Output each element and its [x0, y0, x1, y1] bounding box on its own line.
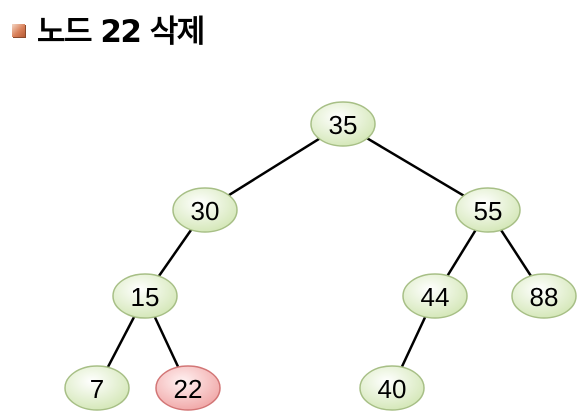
tree-edge — [105, 314, 137, 370]
page-title: 노드 22 삭제 — [37, 13, 205, 50]
node-ellipse — [112, 273, 178, 319]
node-ellipse — [64, 365, 130, 411]
node-ellipse — [511, 273, 577, 319]
node-ellipse — [155, 365, 221, 411]
node-ellipse — [310, 101, 376, 147]
tree-edge — [399, 314, 428, 370]
tree-edge — [445, 227, 478, 279]
node-ellipse — [402, 273, 468, 319]
tree-edge — [156, 227, 194, 279]
node-label: 55 — [474, 196, 503, 226]
tree-edge — [498, 227, 534, 279]
tree-node: 40 — [359, 365, 425, 411]
node-label: 44 — [421, 282, 450, 312]
tree-node: 44 — [402, 273, 468, 319]
node-label: 22 — [174, 374, 203, 404]
node-label: 35 — [329, 110, 358, 140]
square-bullet-icon — [12, 23, 25, 37]
tree-node: 55 — [455, 187, 521, 233]
tree-node-highlighted: 22 — [155, 365, 221, 411]
node-label: 88 — [530, 282, 559, 312]
tree-edges — [105, 136, 534, 370]
tree-edge — [226, 136, 322, 198]
tree-node: 88 — [511, 273, 577, 319]
tree-edge — [152, 314, 181, 370]
node-label: 15 — [131, 282, 160, 312]
tree-node: 35 — [310, 101, 376, 147]
node-label: 7 — [90, 374, 104, 404]
node-ellipse — [359, 365, 425, 411]
tree-node: 15 — [112, 273, 178, 319]
tree-edge — [364, 136, 467, 198]
node-label: 40 — [378, 374, 407, 404]
node-label: 30 — [191, 196, 220, 226]
node-ellipse — [172, 187, 238, 233]
tree-node: 30 — [172, 187, 238, 233]
tree-nodes: 35 30 55 15 44 88 7 22 40 — [64, 101, 577, 411]
slide-header: 노드 22 삭제 — [12, 8, 205, 50]
tree-node: 7 — [64, 365, 130, 411]
node-ellipse — [455, 187, 521, 233]
